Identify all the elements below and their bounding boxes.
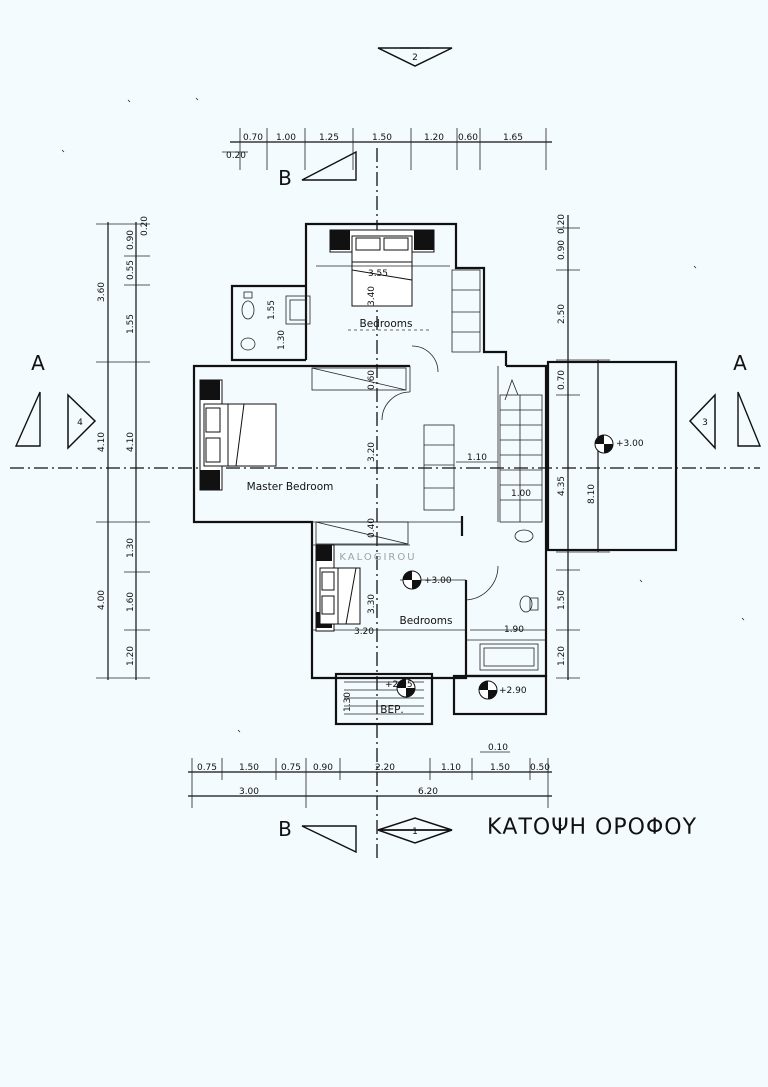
dim-bed-top-w: 3.55 — [368, 269, 388, 279]
elevation-number-right: 3 — [702, 418, 708, 428]
elevation-marker-left: 4 — [67, 393, 97, 450]
right-dimension-chain: 0.20 0.90 2.50 0.70 4.35 1.50 1.20 8.10 — [556, 214, 610, 680]
interior-dimensions: 3.55 3.40 1.55 1.30 0.60 3.20 1.10 1.00 … — [267, 265, 546, 712]
left-inner-dim-1: 0.90 — [126, 230, 136, 250]
elevation-number-top: 2 — [412, 53, 418, 63]
left-outer-dim-3: 4.00 — [97, 590, 107, 610]
drawing-title: ΚΑΤΟΨΗ ΟΡΟΦΟΥ — [487, 815, 697, 840]
wardrobes — [311, 367, 409, 545]
bottom-dim-7: 1.50 — [490, 763, 510, 773]
bottom-dim-4: 0.90 — [313, 763, 333, 773]
bed-bottom-icon — [315, 544, 361, 632]
level-terrace-text: +3.00 — [616, 439, 644, 449]
dim-bed-top-h: 3.40 — [367, 286, 377, 306]
left-inner-dim-5: 1.30 — [126, 538, 136, 558]
building-outline — [192, 222, 678, 726]
top-dim-6: 0.60 — [458, 133, 478, 143]
level-veranda-text: +2.95 — [385, 680, 413, 690]
left-dimension-chain: 3.60 4.10 4.00 0.90 0.55 1.55 4.10 1.30 … — [96, 216, 150, 680]
level-marker-terrace: +3.00 — [594, 434, 644, 454]
section-b-bottom: B — [278, 817, 357, 854]
dim-bed-bot-w: 3.20 — [354, 627, 374, 637]
right-dim-2: 0.90 — [557, 240, 567, 260]
room-label-bedroom-top: Bedrooms — [360, 318, 413, 330]
right-dim-1: 0.20 — [557, 214, 567, 234]
dim-corr-h: 0.60 — [367, 370, 377, 390]
dim-corr-w: 1.10 — [467, 453, 487, 463]
stairs-veranda — [344, 681, 424, 715]
top-dim-1: 0.70 — [243, 133, 263, 143]
level-marker-bedroom: +3.00 — [402, 570, 452, 590]
top-dimension-chain: 0.70 1.00 1.25 1.50 1.20 0.60 1.65 0.20 — [222, 128, 552, 170]
stairs-top — [451, 269, 481, 353]
section-label-b-bottom: B — [278, 817, 292, 841]
elevation-marker-bottom: 1 — [377, 817, 453, 844]
bottom-dim-2: 1.50 — [239, 763, 259, 773]
dim-wc-w: 1.30 — [277, 330, 287, 350]
left-inner-dim-3: 1.55 — [126, 314, 136, 334]
dim-wall-040: 0.40 — [367, 518, 377, 538]
stairs-main — [499, 378, 543, 523]
elevation-marker-top: 2 — [377, 47, 453, 67]
section-label-b-top: B — [278, 166, 292, 190]
bottom-dim-5: 2.20 — [375, 763, 395, 773]
bottom-dimension-chain: 0.75 1.50 0.75 0.90 2.20 1.10 1.50 0.50 … — [188, 743, 552, 808]
left-inner-dim-7: 1.20 — [126, 646, 136, 666]
dim-wc-h: 1.55 — [267, 300, 277, 320]
level-marker-veranda: +2.95 — [385, 678, 416, 698]
level-bath-text: +2.90 — [499, 686, 527, 696]
elevation-number-bottom: 1 — [412, 827, 418, 837]
bottom-dim-3: 0.75 — [281, 763, 301, 773]
right-dim-6: 1.50 — [557, 590, 567, 610]
bottom-total-2: 6.20 — [418, 787, 438, 797]
left-inner-extra: 0.20 — [140, 216, 150, 236]
wc-fixtures — [240, 291, 539, 671]
top-dim-3: 1.25 — [319, 133, 339, 143]
room-label-veranda: ΒΕΡ. — [380, 704, 404, 716]
top-dim-5: 1.20 — [424, 133, 444, 143]
top-dim-extra: 0.20 — [226, 151, 246, 161]
dim-bath-w: 1.90 — [504, 625, 524, 635]
elevation-marker-right: 3 — [688, 393, 716, 450]
stairs-corridor — [423, 424, 455, 511]
dim-bed-bot-h: 3.30 — [367, 594, 377, 614]
right-dim-4: 0.70 — [557, 370, 567, 390]
left-outer-dim-2: 4.10 — [97, 432, 107, 452]
bed-master-icon — [199, 379, 277, 491]
edge-ticks — [61, 97, 745, 827]
top-dim-2: 1.00 — [276, 133, 296, 143]
section-a-right: A — [733, 351, 762, 447]
right-dim-7: 1.20 — [557, 646, 567, 666]
bottom-total-1: 3.00 — [239, 787, 259, 797]
section-a-left: A — [14, 351, 45, 447]
right-dim-3: 2.50 — [557, 304, 567, 324]
bottom-dim-8: 0.50 — [530, 763, 550, 773]
dim-stair-w: 1.00 — [511, 489, 531, 499]
right-dim-5: 4.35 — [557, 476, 567, 496]
bottom-dim-1: 0.75 — [197, 763, 217, 773]
section-b-top: B — [278, 150, 357, 190]
elevation-number-left: 4 — [77, 418, 83, 428]
bottom-dim-6: 1.10 — [441, 763, 461, 773]
room-label-bedroom-bottom: Bedrooms — [400, 615, 453, 627]
level-marker-bath: +2.90 — [478, 680, 527, 700]
left-outer-dim-1: 3.60 — [97, 282, 107, 302]
left-inner-dim-4: 4.10 — [126, 432, 136, 452]
left-inner-dim-6: 1.60 — [126, 592, 136, 612]
dim-ver-h: 1.30 — [343, 692, 353, 712]
right-total-dim: 8.10 — [587, 484, 597, 504]
room-label-master: Master Bedroom — [247, 481, 334, 493]
dim-master-h: 3.20 — [367, 442, 377, 462]
top-dim-7: 1.65 — [503, 133, 523, 143]
bed-top-icon — [329, 229, 435, 307]
watermark-text: KALOGIROU — [339, 552, 416, 563]
bottom-dim-extra: 0.10 — [488, 743, 508, 753]
left-inner-dim-2: 0.55 — [126, 260, 136, 280]
section-label-a-left: A — [31, 351, 45, 375]
top-dim-4: 1.50 — [372, 133, 392, 143]
section-label-a-right: A — [733, 351, 747, 375]
level-bedroom-text: +3.00 — [424, 576, 452, 586]
